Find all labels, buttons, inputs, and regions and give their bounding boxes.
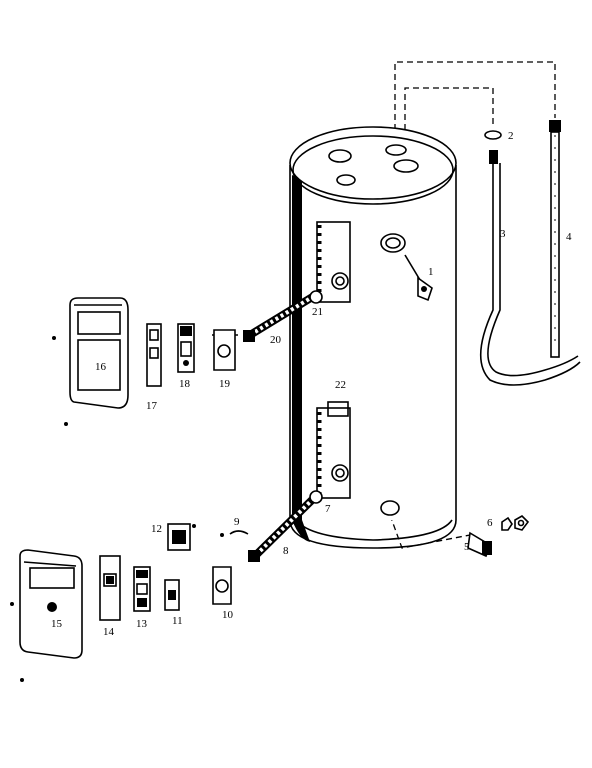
label-part-9: 9: [234, 516, 240, 528]
part-16-upper-access-cover: [52, 297, 129, 426]
part-6-nuts: [501, 515, 530, 531]
label-part-22: 22: [335, 379, 346, 391]
part-8-lower-heating-element: [248, 497, 315, 562]
part-17-insulation-plate: [146, 323, 162, 387]
part-1-relief-valve: [404, 254, 433, 302]
part-2-washer: [484, 130, 502, 140]
label-part-2: 2: [508, 130, 514, 142]
label-part-18: 18: [179, 378, 191, 390]
label-part-11: 11: [172, 615, 183, 627]
connection-dashed-lines: [389, 61, 556, 549]
part-3-dip-tube: [479, 150, 581, 386]
part-11-switch: [164, 579, 180, 611]
part-12-thermostat-plate: [167, 523, 196, 551]
label-part-13: 13: [136, 618, 148, 630]
label-part-3: 3: [500, 228, 506, 240]
label-part-6: 6: [487, 517, 493, 529]
part-9-wire-clip: [220, 530, 249, 537]
label-part-20: 20: [270, 334, 282, 346]
label-part-15: 15: [51, 618, 63, 630]
water-heater-tank: [289, 126, 457, 549]
label-part-21: 21: [312, 306, 323, 318]
part-labels: 1 2 3 4 5 6 7 8 9 10 11 12 13 14 15 16 1…: [51, 130, 572, 638]
part-14-insulation-plate: [99, 555, 121, 621]
label-part-1: 1: [428, 266, 434, 278]
label-part-7: 7: [325, 503, 331, 515]
part-18-upper-thermostat: [177, 323, 195, 373]
label-part-10: 10: [222, 609, 234, 621]
label-part-12: 12: [151, 523, 162, 535]
label-part-17: 17: [146, 400, 158, 412]
part-13-lower-thermostat: [133, 566, 151, 612]
label-part-8: 8: [283, 545, 289, 557]
part-20-upper-heating-element: [243, 292, 317, 342]
part-5-drain-valve: [467, 531, 492, 558]
label-part-5: 5: [464, 541, 470, 553]
label-part-16: 16: [95, 361, 107, 373]
label-part-14: 14: [103, 626, 115, 638]
part-10-thermostat-bracket: [212, 566, 232, 605]
part-15-lower-access-cover: [10, 549, 83, 682]
part-19-thermostat-bracket: [212, 329, 238, 371]
label-part-19: 19: [219, 378, 231, 390]
part-7-element-gasket: [309, 490, 323, 504]
part-21-element-gasket: [309, 290, 323, 304]
part-4-anode-rod: [549, 120, 561, 358]
label-part-4: 4: [566, 231, 572, 243]
